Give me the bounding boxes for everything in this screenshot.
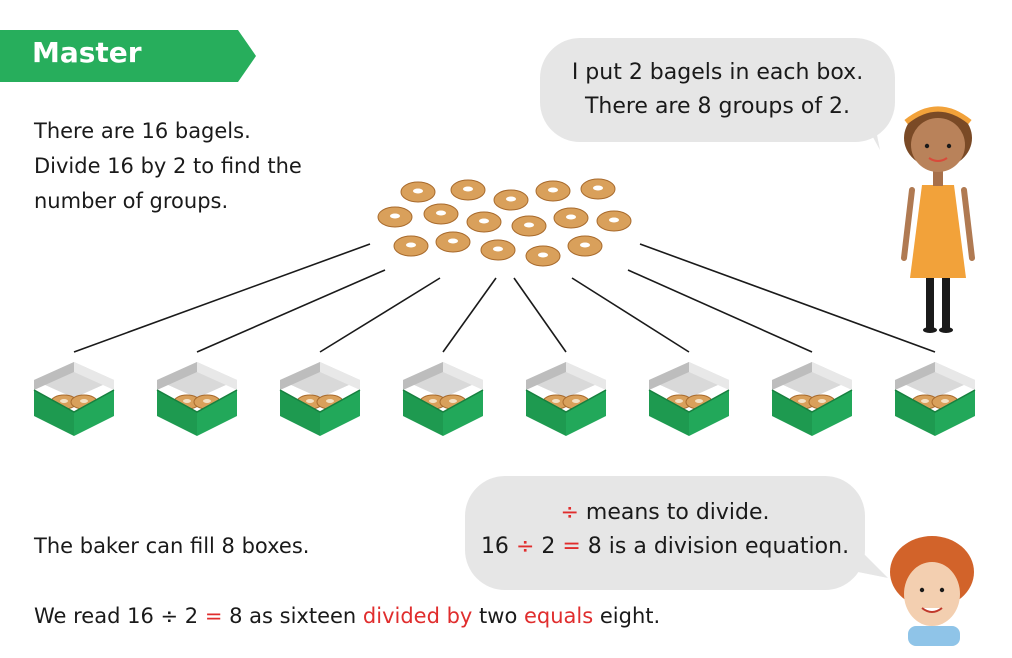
bagel [435,231,471,253]
bagel-box [525,362,607,436]
bagel-box [771,362,853,436]
bagel [450,179,486,201]
reading-part: We read 16 [34,604,161,628]
group-line [442,277,497,353]
equation-part: 2 [534,534,563,559]
bagel [466,211,502,233]
bagel [525,245,561,267]
group-line [627,269,813,353]
reading-sentence: We read 16 ÷ 2 = 8 as sixteen divided by… [34,604,660,628]
intro-text: There are 16 bagels. Divide 16 by 2 to f… [34,114,302,219]
bagel [493,189,529,211]
master-banner: Master [0,30,256,82]
speech-girl-line-1: I put 2 bagels in each box. [571,60,864,85]
intro-line-2: Divide 16 by 2 to find the [34,154,302,178]
reading-part: eight. [593,604,661,628]
bubble-tail-girl [858,100,880,150]
bubble-tail-boy [850,540,888,578]
girl-figure [901,106,975,333]
bagel [480,239,516,261]
divided-by-term: divided by [362,604,473,628]
bagel [535,180,571,202]
bagel [580,178,616,200]
equals-term: equals [523,604,594,628]
reading-part: 2 [178,604,205,628]
bagel-box [33,362,115,436]
equation-part: 8 is a division equation. [580,534,850,559]
bagel-box [402,362,484,436]
division-symbol: ÷ [515,534,535,559]
bagel [423,203,459,225]
group-lines [73,243,936,353]
reading-part: two [472,604,524,628]
bagel-pile [377,178,632,267]
bagel-box [279,362,361,436]
speech-bubble-girl: I put 2 bagels in each box. There are 8 … [540,38,895,142]
means-to-divide-text: means to divide. [578,500,770,525]
intro-line-3: number of groups. [34,189,229,213]
box-row [33,362,976,436]
bagel-box [156,362,238,436]
division-symbol: ÷ [560,500,579,525]
group-line [319,277,441,353]
bagel-box [894,362,976,436]
speech-boy-line-2: 16 ÷ 2 = 8 is a division equation. [465,530,865,564]
group-line [513,277,567,353]
bagel [400,181,436,203]
bagel [377,206,413,228]
reading-part: 8 as sixteen [222,604,363,628]
speech-boy-line-1: ÷ means to divide. [465,496,865,530]
banner-title: Master [32,36,142,69]
equation-part: 16 [480,534,516,559]
group-line [639,243,936,353]
group-line [196,269,386,353]
boxes-statement: The baker can fill 8 boxes. [34,534,310,558]
intro-line-1: There are 16 bagels. [34,119,251,143]
speech-bubble-boy: ÷ means to divide. 16 ÷ 2 = 8 is a divis… [465,476,865,590]
bagel-box [648,362,730,436]
bagel [596,210,632,232]
bagel [511,215,547,237]
speech-girl-line-2: There are 8 groups of 2. [584,94,851,119]
bagel [393,235,429,257]
boy-figure [890,536,974,646]
equals-symbol: = [562,534,581,559]
group-line [73,243,371,353]
bagel [553,207,589,229]
division-symbol: ÷ [160,604,179,628]
group-line [571,277,690,353]
bagel [567,235,603,257]
equals-symbol: = [204,604,223,628]
